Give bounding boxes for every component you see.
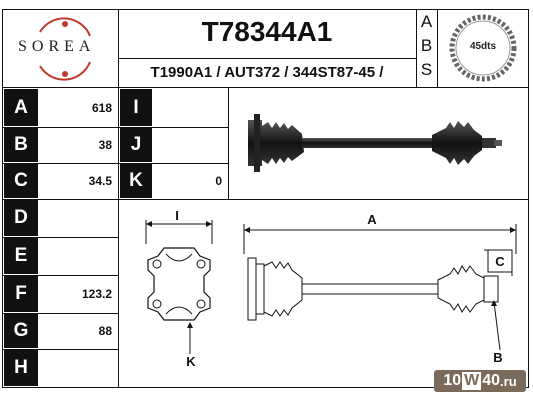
tone-ring-icon	[449, 14, 517, 82]
spec-value-f: 123.2	[81, 287, 112, 301]
spec-value-j	[152, 128, 228, 162]
header-subdivider	[118, 58, 416, 59]
watermark-text-40: 40	[482, 372, 501, 389]
spec-value-h	[38, 350, 118, 386]
dim-label-i: I	[175, 208, 179, 223]
dim-label-b: B	[493, 350, 503, 365]
spec-value-g: 88	[98, 324, 112, 338]
dim-label-k: K	[186, 354, 196, 369]
spec-label-k: K	[120, 164, 152, 198]
brand-logo: SOREA	[10, 14, 114, 82]
cross-references: T1990A1 / AUT372 / 344ST87-45 /	[150, 64, 384, 81]
logo-ring-icon	[39, 17, 91, 81]
row-line	[2, 275, 118, 276]
spec-label-f: F	[4, 276, 38, 312]
spec-value-k: 0	[215, 174, 222, 188]
flange-outline-icon	[145, 220, 213, 354]
shaft-outline-icon	[243, 224, 517, 351]
abs-column: A B S	[416, 11, 437, 87]
spec-value-a: 618	[91, 100, 112, 115]
right-spec-divider	[228, 87, 229, 199]
watermark-text-ru: .ru	[500, 373, 517, 389]
row-line	[2, 127, 228, 128]
abs-letter-b: B	[420, 36, 433, 55]
abs-ring-badge: 45dts	[440, 12, 526, 84]
row-line	[2, 199, 529, 200]
spec-label-h: H	[4, 350, 38, 386]
watermark-text-w: W	[462, 372, 482, 390]
header-divider-badge	[437, 9, 438, 87]
abs-letter-s: S	[420, 60, 433, 79]
row-line	[2, 163, 228, 164]
watermark-text-10: 10	[443, 372, 462, 389]
row-line	[2, 237, 118, 238]
spec-label-c: C	[4, 164, 38, 198]
watermark-badge: 10 W 40 .ru	[434, 370, 526, 392]
spec-label-g: G	[4, 314, 38, 348]
spec-value-d	[38, 200, 118, 236]
brand-name: SOREA	[18, 38, 96, 55]
part-number: T78344A1	[201, 16, 333, 47]
spec-label-d: D	[4, 200, 38, 236]
row-line	[2, 349, 118, 350]
spec-value-i	[152, 89, 228, 126]
datasheet-frame	[2, 9, 529, 388]
spec-label-j: J	[120, 128, 152, 162]
left-column-divider	[118, 9, 119, 388]
drive-shaft-icon	[248, 114, 502, 172]
spec-label-a: A	[4, 89, 38, 126]
spec-label-e: E	[4, 238, 38, 274]
flange-drawing: I K	[124, 204, 234, 384]
abs-teeth-count: 45dts	[469, 41, 497, 52]
dim-label-c: C	[495, 254, 505, 269]
shaft-drawing: A C B	[238, 204, 526, 384]
spec-value-b: 38	[98, 138, 112, 152]
header-divider-abs	[416, 9, 417, 87]
header-bottom-line	[2, 87, 529, 88]
drive-shaft-photo	[232, 92, 526, 196]
abs-letter-a: A	[420, 12, 433, 31]
dim-label-a: A	[367, 212, 377, 227]
row-line	[2, 313, 118, 314]
spec-label-b: B	[4, 128, 38, 162]
spec-value-e	[38, 238, 118, 274]
spec-label-i: I	[120, 89, 152, 126]
spec-value-c: 34.5	[88, 174, 112, 188]
